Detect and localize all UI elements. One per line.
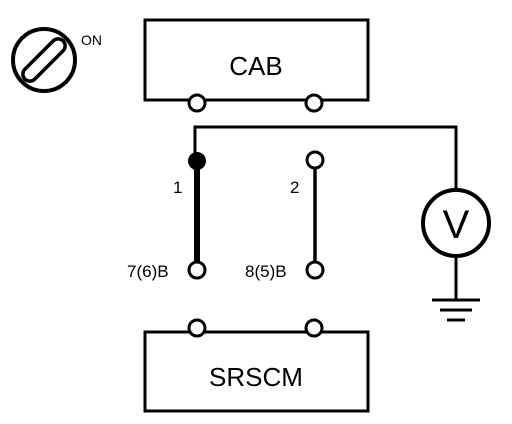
- ignition-switch: ON: [11, 27, 102, 93]
- ground-icon: [432, 256, 480, 322]
- cab-label: CAB: [229, 51, 282, 81]
- terminal-1-label: 1: [173, 178, 182, 197]
- ignition-state-label: ON: [81, 32, 102, 48]
- srscm-label: SRSCM: [209, 362, 303, 392]
- cab-connector-right: [304, 93, 324, 113]
- measurement-lead: [193, 125, 458, 189]
- cab-connector-left: [187, 93, 207, 113]
- terminal-8-label: 8(5)B: [245, 262, 287, 281]
- srscm-box: [143, 330, 370, 413]
- ignition-key-slot: [21, 37, 67, 83]
- terminal-1-probe-point: [188, 152, 206, 170]
- cab-unit: CAB: [143, 18, 370, 113]
- srscm-unit: SRSCM: [143, 318, 370, 413]
- terminal-7-label: 7(6)B: [127, 262, 169, 281]
- terminal-8: [305, 260, 325, 280]
- srscm-connector-right: [304, 318, 324, 338]
- srscm-connector-left: [187, 318, 207, 338]
- cab-box: [143, 18, 370, 102]
- terminal-2: [305, 150, 325, 170]
- voltmeter: V: [421, 188, 491, 258]
- ignition-key-icon: [11, 27, 77, 93]
- terminal-2-label: 2: [290, 178, 299, 197]
- voltmeter-symbol: V: [443, 203, 470, 247]
- terminal-7: [187, 260, 207, 280]
